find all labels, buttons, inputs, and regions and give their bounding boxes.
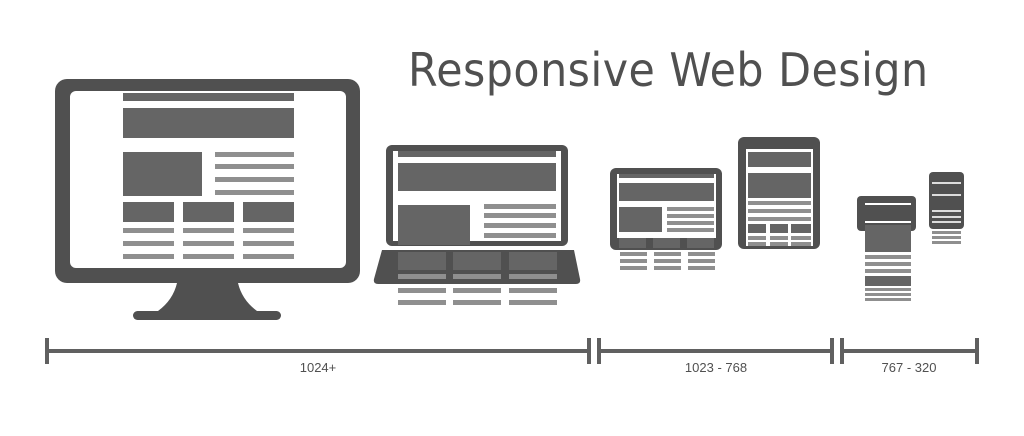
range-label-desktop: 1024+ xyxy=(299,360,337,375)
laptop-icon xyxy=(373,145,581,305)
phone-landscape-icon xyxy=(857,196,916,301)
tablet-landscape-icon xyxy=(610,168,722,270)
range-ruler-1024-plus xyxy=(45,338,591,364)
range-ruler-1023-768 xyxy=(597,338,834,364)
monitor-icon xyxy=(55,79,360,320)
range-label-phone: 767 - 320 xyxy=(881,360,937,375)
tablet-portrait-icon xyxy=(738,137,820,249)
range-label-tablet: 1023 - 768 xyxy=(684,360,748,375)
phone-portrait-icon xyxy=(929,172,964,244)
range-ruler-767-320 xyxy=(840,338,979,364)
page-title: Responsive Web Design xyxy=(408,43,929,97)
